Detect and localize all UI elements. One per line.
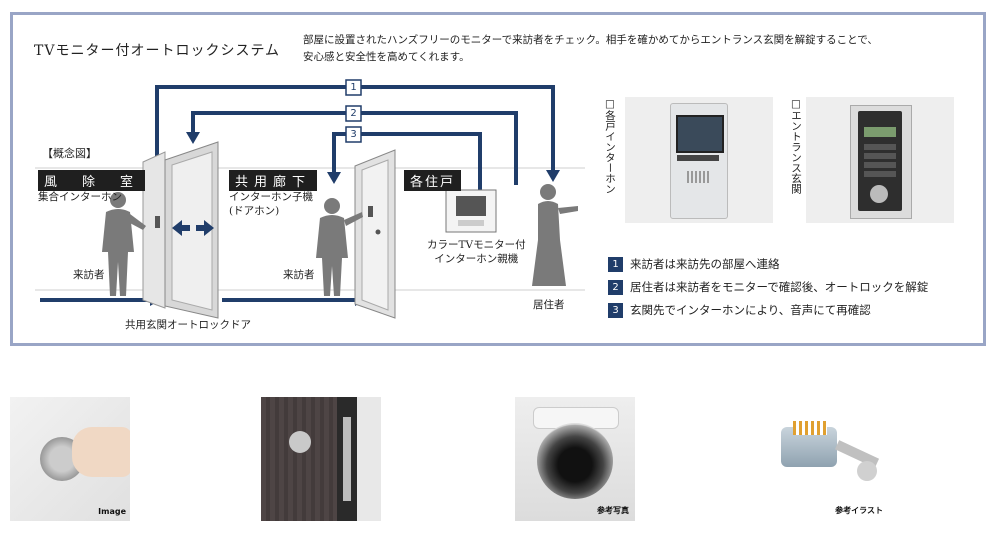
legend-item-3: 3 玄関先でインターホンにより、音声にて再確認 bbox=[608, 302, 871, 318]
legend-item-1: 1 来訪者は来訪先の部屋へ連絡 bbox=[608, 256, 780, 272]
zone-corridor-label: 共用廊下 bbox=[229, 170, 318, 191]
thumbnail-caption-3: 参考写真 bbox=[597, 506, 629, 515]
step-2-box bbox=[345, 105, 362, 122]
monitor-label: カラーTVモニター付 インターホン親機 bbox=[427, 239, 526, 265]
arrow-head-3 bbox=[327, 172, 341, 184]
thumbnail-caption-1: Image bbox=[98, 507, 126, 516]
arrow-head-2 bbox=[186, 132, 200, 144]
concept-label: 【概念図】 bbox=[42, 147, 97, 160]
arrow-step-3 bbox=[332, 132, 482, 190]
visitor-label-2: 来訪者 bbox=[283, 269, 315, 281]
unit-door-panel bbox=[361, 159, 389, 311]
door-knob bbox=[375, 229, 381, 235]
page-title: TVモニター付オートロックシステム bbox=[34, 43, 281, 59]
indoor-intercom-label: □各戸インターホン bbox=[604, 98, 616, 194]
indoor-intercom-photo bbox=[625, 97, 773, 223]
door-intercom bbox=[368, 206, 373, 217]
door-surface bbox=[261, 397, 337, 521]
intercom-panel-small bbox=[155, 216, 160, 228]
zone-corridor-sub: インターホン子機 (ドアホン) bbox=[229, 191, 313, 217]
thumbnail-door-lock bbox=[261, 397, 381, 521]
door-frame bbox=[357, 397, 381, 521]
key-reader-icon bbox=[870, 185, 888, 203]
legend-num-3: 3 bbox=[608, 302, 623, 318]
security-camera-icon bbox=[537, 423, 613, 499]
indoor-intercom-screen bbox=[676, 115, 724, 153]
thumbnail-key-lock: Image bbox=[10, 397, 130, 521]
arrow-head-1 bbox=[546, 170, 560, 182]
description-text: 部屋に設置されたハンズフリーのモニターで来訪者をチェック。相手を確かめてからエン… bbox=[303, 34, 878, 63]
thumbnail-security-camera: 参考写真 bbox=[515, 397, 635, 521]
legend-text-1: 来訪者は来訪先の部屋へ連絡 bbox=[630, 257, 780, 271]
glass-door-pane bbox=[171, 151, 213, 311]
unit-monitor-buttons bbox=[458, 220, 484, 226]
concept-diagram bbox=[35, 79, 585, 319]
zone-windbreak-label: 風 除 室 bbox=[38, 170, 146, 191]
indoor-intercom-buttons bbox=[677, 155, 719, 161]
door-arrow-left bbox=[172, 220, 190, 236]
speaker-icon bbox=[687, 171, 709, 183]
resident-label: 居住者 bbox=[533, 299, 565, 311]
visitor-figure-1 bbox=[102, 192, 146, 296]
deadbolt-icon bbox=[289, 431, 311, 453]
zone-windbreak-sub: 集合インターホン bbox=[38, 191, 122, 203]
step-3-number: 3 bbox=[350, 129, 357, 140]
legend-num-2: 2 bbox=[608, 279, 623, 295]
resident-figure bbox=[532, 184, 578, 286]
step-1-box bbox=[345, 79, 362, 96]
entrance-door-label: 共用玄関オートロックドア bbox=[125, 319, 251, 331]
strike-plate-icon bbox=[343, 417, 351, 501]
legend-text-2: 居住者は来訪者をモニターで確認後、オートロックを解錠 bbox=[630, 280, 929, 294]
thumbnail-caption-4: 参考イラスト bbox=[835, 506, 883, 515]
keypad-icon bbox=[864, 143, 896, 177]
legend-text-3: 玄関先でインターホンにより、音声にて再確認 bbox=[630, 303, 871, 317]
zone-unit-label: 各住戸 bbox=[404, 170, 462, 191]
thumbnail-lock-cylinder: 参考イラスト bbox=[769, 397, 889, 521]
entrance-intercom-photo bbox=[806, 97, 954, 223]
entrance-display bbox=[864, 127, 896, 137]
legend-item-2: 2 居住者は来訪者をモニターで確認後、オートロックを解錠 bbox=[608, 279, 928, 295]
hand-icon bbox=[72, 427, 130, 477]
visitor-label-1: 来訪者 bbox=[73, 269, 105, 281]
step-2-number: 2 bbox=[350, 108, 357, 119]
door-arrow-right bbox=[196, 220, 214, 236]
key-head-icon bbox=[857, 461, 877, 481]
unit-monitor-screen bbox=[456, 196, 486, 216]
step-3-box bbox=[345, 126, 362, 143]
entrance-intercom-label: □エントランス玄関 bbox=[790, 98, 802, 194]
visitor-figure-2 bbox=[316, 198, 363, 296]
pin-tumbler-icon bbox=[793, 421, 827, 435]
door-frame-left bbox=[142, 151, 166, 309]
step-1-number: 1 bbox=[350, 82, 357, 93]
legend-num-1: 1 bbox=[608, 256, 623, 272]
